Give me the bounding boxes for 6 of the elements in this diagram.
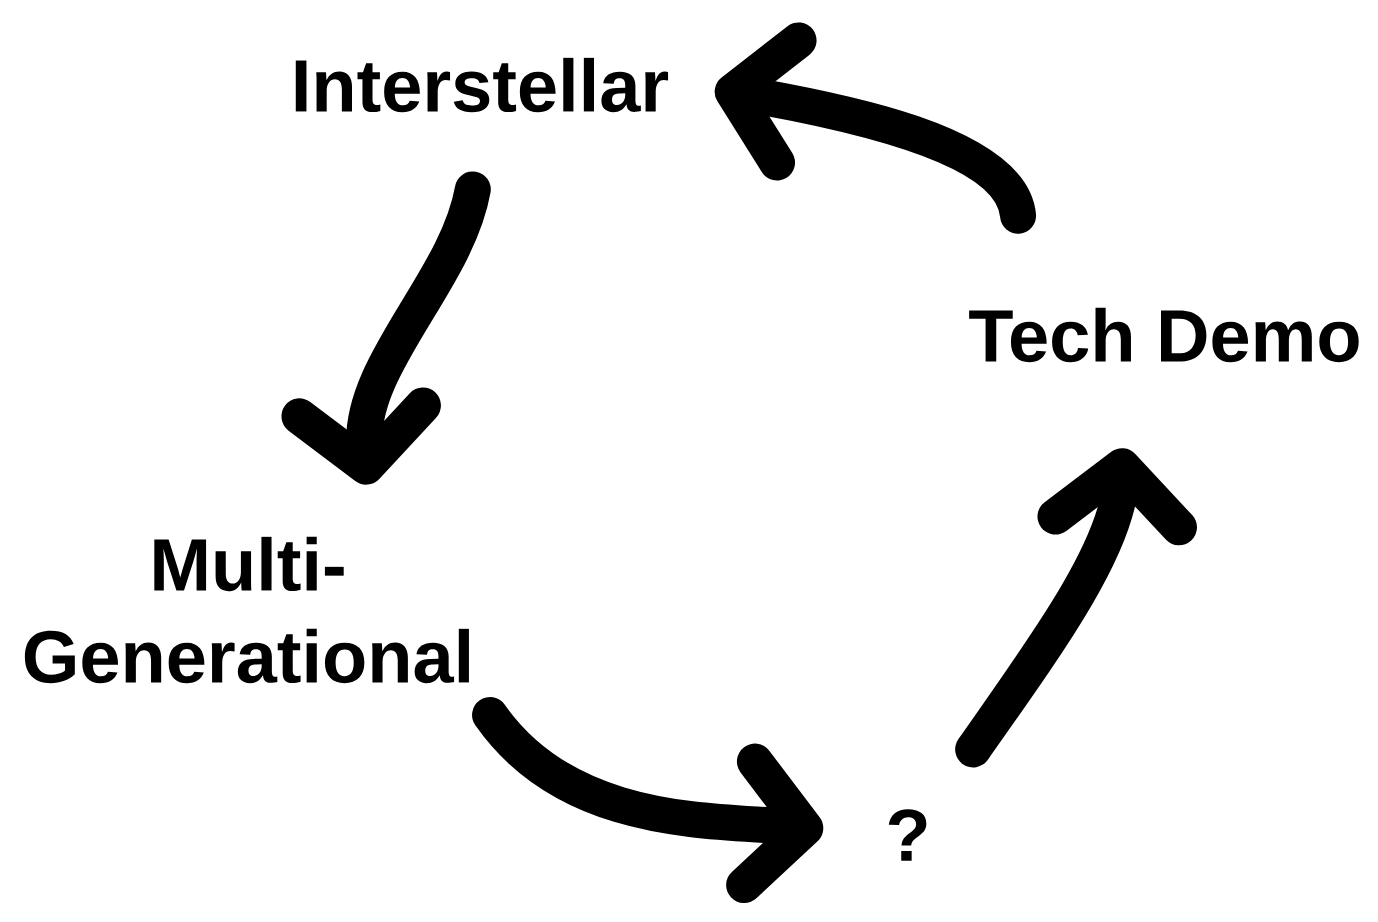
curved-arrow [281,171,491,485]
cycle-label: Multi-Generational [24,536,469,684]
cycle-label: ? [888,809,927,861]
curved-arrow [955,448,1197,768]
cycle-label: Tech Demo [969,307,1359,363]
cycle-label: Interstellar [295,57,669,113]
